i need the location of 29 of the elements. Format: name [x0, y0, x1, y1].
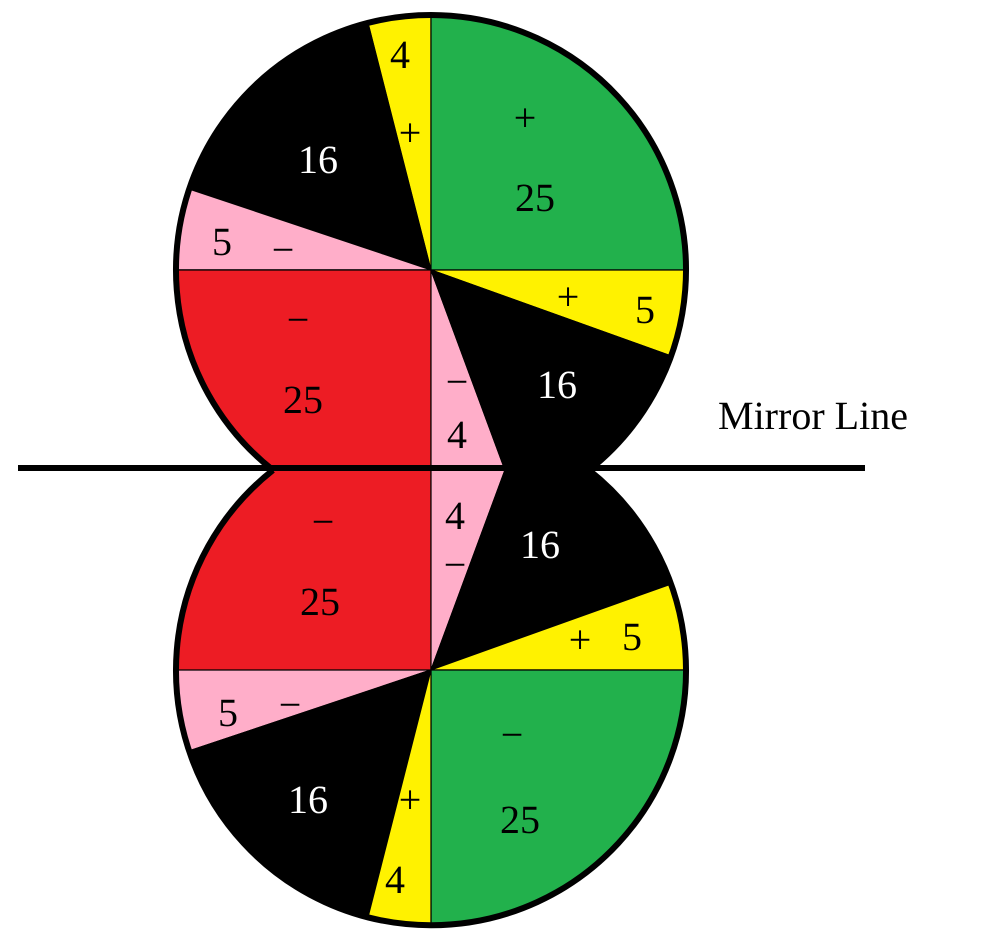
sign-symbol: −	[312, 502, 334, 542]
sign-symbol: +	[398, 113, 422, 153]
sector-value: 5	[635, 290, 655, 330]
sector-value: 4	[384, 860, 405, 900]
sign-symbol: −	[278, 685, 302, 725]
sign-symbol: −	[446, 362, 468, 402]
sign-symbol: +	[398, 780, 422, 820]
sign-symbol: +	[568, 620, 592, 660]
sector-value: 4	[445, 496, 465, 536]
sector-value: 25	[300, 582, 340, 622]
sign-symbol: +	[514, 98, 536, 138]
sign-symbol: +	[556, 277, 580, 317]
sector-value: 5	[218, 693, 238, 733]
sign-symbol: −	[444, 545, 466, 585]
sector-value: 5	[212, 222, 232, 262]
sector-value: 5	[622, 616, 642, 657]
mirror-line-label: Mirror Line	[718, 396, 908, 436]
sector-value: 16	[537, 365, 577, 405]
sector-value: 16	[288, 780, 328, 820]
sector-value: 16	[520, 524, 560, 565]
sign-symbol: −	[272, 230, 294, 270]
sign-symbol: −	[500, 715, 524, 755]
sign-symbol: −	[286, 300, 310, 340]
sector-value: 4	[447, 415, 467, 455]
sector-value: 25	[515, 178, 555, 218]
sector-value: 25	[500, 800, 540, 840]
sector-value: 16	[298, 140, 338, 180]
sector-value: 4	[390, 35, 410, 75]
sector-value: 25	[282, 380, 323, 420]
